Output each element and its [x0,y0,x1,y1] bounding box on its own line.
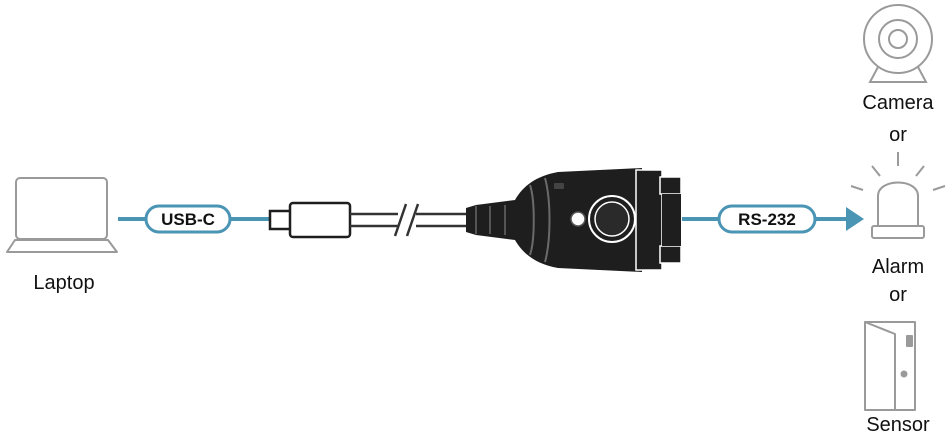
rs-232-label: RS-232 [738,210,796,229]
alarm-label: Alarm [871,256,925,278]
or-label-1: or [889,124,907,146]
usb-c-label: USB-C [161,210,215,229]
or-label-2: or [889,284,907,306]
alarm-icon [850,152,946,239]
camera-label: Camera [862,92,934,114]
cable [350,203,470,237]
usb-c-badge: USB-C [144,204,232,234]
laptop-icon [6,177,118,253]
laptop-label: Laptop [33,272,95,294]
sensor-label: Sensor [866,414,930,436]
rs232-adapter-icon [466,168,682,272]
camera-icon [863,4,933,83]
door-sensor-icon [864,321,916,411]
usb-c-plug-icon [268,201,352,239]
rs-232-badge: RS-232 [717,204,817,234]
arrow-right-icon [846,207,864,231]
